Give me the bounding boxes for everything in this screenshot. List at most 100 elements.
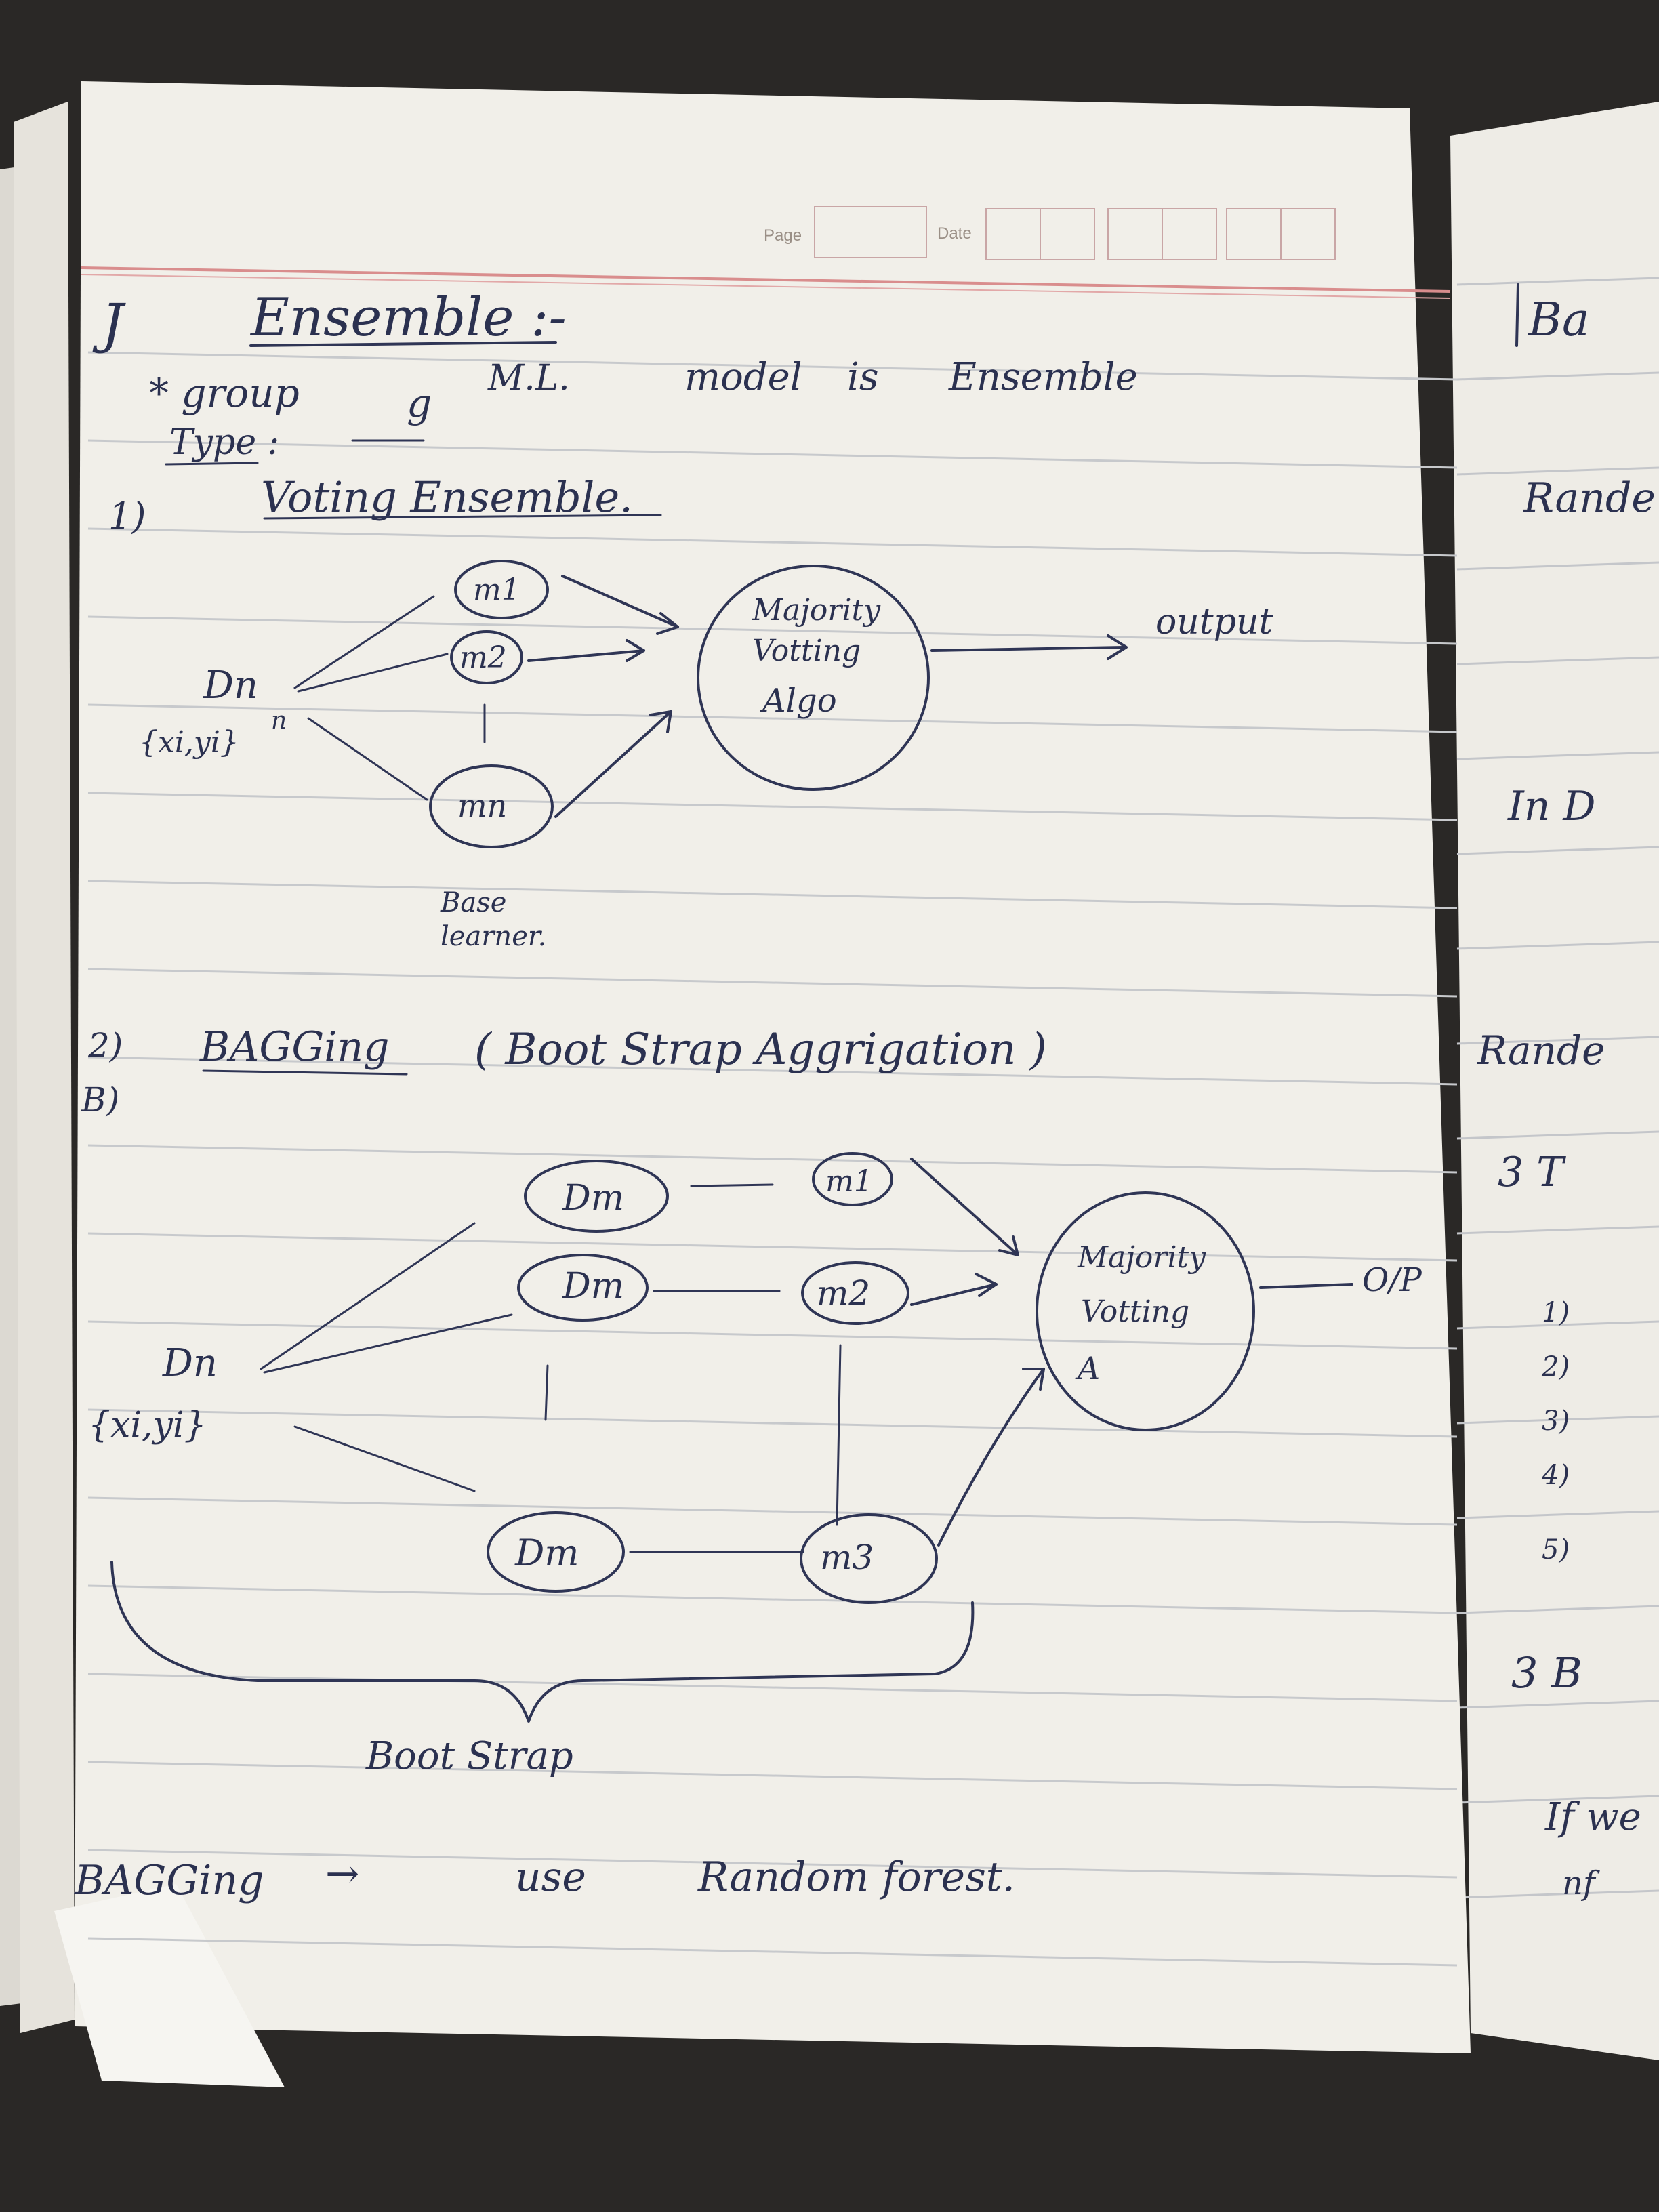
voting-aggregator-line-2: Votting — [752, 634, 861, 668]
voting-aggregator-line-1: Majority — [752, 593, 881, 628]
right-fragment-6: 1) — [1542, 1297, 1570, 1328]
header-red-rule — [81, 266, 1451, 293]
bagging-sample-2-label: Dm — [562, 1266, 624, 1307]
bagging-edge-3 — [293, 1425, 476, 1492]
bagging-aggregator — [1036, 1191, 1255, 1431]
voting-model-n-label: mn — [457, 787, 507, 824]
right-fragment-7: 2) — [1541, 1351, 1570, 1382]
main-page — [75, 81, 1471, 2053]
right-fragment-5: 3 T — [1498, 1149, 1566, 1196]
bagging-link-1 — [690, 1183, 774, 1187]
bagging-output-label: O/P — [1362, 1261, 1422, 1299]
base-learner-line-1: Base — [440, 887, 506, 918]
bagging-arrow-2 — [910, 1283, 998, 1306]
section1-heading: Voting Ensemble. — [261, 472, 633, 522]
base-learner-line-2: learner. — [441, 921, 546, 952]
right-fragment-13: nf — [1562, 1864, 1600, 1902]
voting-aggregator-line-3: Algo — [760, 682, 837, 720]
bagging-model-3 — [800, 1513, 938, 1604]
header-red-rule-2 — [81, 274, 1451, 299]
bagging-model-1-label: m1 — [825, 1164, 873, 1199]
underlying-page-left-2 — [14, 102, 75, 2033]
date-boxes — [985, 208, 1336, 260]
bagging-aggregator-line-2: Votting — [1081, 1294, 1189, 1329]
definition-part-4: model — [684, 355, 802, 399]
right-page — [1450, 102, 1659, 2060]
bootstrap-brace — [110, 1561, 975, 1723]
section2-number-alt: B) — [81, 1080, 119, 1120]
voting-arrow-3 — [554, 710, 672, 818]
main-page-rules — [87, 351, 1458, 1967]
bagging-edge-1 — [260, 1222, 476, 1370]
section2-underline — [202, 1069, 408, 1076]
bagging-aggregator-line-1: Majority — [1077, 1240, 1206, 1275]
voting-arrow-2-head — [626, 639, 645, 662]
right-fragment-9: 4) — [1541, 1460, 1570, 1491]
right-fragment-1: Ba — [1527, 293, 1590, 347]
bagging-input-set: {xi,yi} — [88, 1405, 207, 1446]
section2-number: 2) — [87, 1026, 123, 1065]
right-fragment-3: In D — [1507, 783, 1596, 830]
footer-right: Random forest. — [697, 1853, 1015, 1901]
bagging-sample-dots — [544, 1364, 549, 1421]
voting-arrow-1 — [561, 575, 679, 628]
bagging-model-3-label: m3 — [820, 1538, 874, 1577]
right-fragment-4: Rande — [1477, 1027, 1605, 1073]
right-bracket — [1515, 283, 1519, 347]
bagging-sample-1 — [524, 1160, 669, 1233]
right-fragment-8: 3) — [1542, 1406, 1570, 1437]
voting-input-label: Dn — [203, 663, 258, 708]
section2-subtitle: ( Boot Strap Aggrigation ) — [474, 1025, 1047, 1075]
voting-edge-1 — [293, 595, 435, 689]
bagging-arrow-1 — [910, 1158, 1018, 1255]
bagging-input-label: Dn — [162, 1341, 218, 1385]
bagging-aggregator-line-3: A — [1075, 1350, 1100, 1387]
section1-number: 1) — [108, 495, 146, 537]
page-label: Page — [764, 226, 802, 245]
voting-output-arrow — [930, 646, 1126, 652]
voting-arrow-3-head — [649, 710, 672, 733]
bagging-sample-2 — [517, 1254, 649, 1322]
voting-model-2-label: m2 — [459, 640, 507, 675]
voting-edge-3 — [307, 717, 428, 801]
definition-part-3: M.L. — [487, 358, 570, 398]
footer-left: BAGGing — [74, 1857, 264, 1904]
title: Ensemble :- — [249, 287, 567, 348]
bagging-arrow-3 — [937, 1368, 1045, 1547]
bagging-arrow-3-head — [1022, 1368, 1045, 1391]
footer-arrow: → — [325, 1850, 359, 1898]
voting-edge-2 — [297, 653, 449, 693]
bagging-model-1 — [812, 1152, 893, 1206]
folded-corner — [54, 1884, 285, 2087]
voting-output-label: output — [1155, 602, 1273, 642]
section1-underline — [263, 514, 662, 520]
definition-part-2: g — [407, 380, 432, 426]
voting-model-1-label: m1 — [473, 573, 520, 607]
bagging-sample-1-label: Dm — [562, 1178, 624, 1218]
voting-model-1 — [454, 560, 549, 619]
right-fragment-2: Rande — [1523, 474, 1656, 522]
bagging-model-2 — [801, 1261, 909, 1325]
section2-heading: BAGGing — [199, 1023, 390, 1071]
bagging-sample-3-label: Dm — [514, 1532, 579, 1574]
footer-middle: use — [515, 1853, 586, 1901]
type-label: Type : — [169, 422, 279, 463]
right-fragment-10: 5) — [1542, 1534, 1570, 1565]
bagging-model-2-label: m2 — [817, 1273, 870, 1313]
voting-output-arrow-head — [1107, 634, 1128, 660]
bagging-diagram: Dn {xi,yi} Dm Dm Dm m1 m2 m3 Majority Vo… — [88, 1152, 1422, 1778]
voting-diagram: Dn {xi,yi} n m1 m2 mn Majority Votting A… — [139, 560, 1273, 952]
bagging-arrow-2-head — [975, 1273, 998, 1297]
right-fragment-11: 3 B — [1511, 1648, 1582, 1698]
page-box — [814, 206, 927, 258]
voting-arrow-1-head — [656, 612, 679, 635]
right-page-rules — [1456, 276, 1659, 1899]
right-page-fragments: Ba Rande In D Rande 3 T 1) 2) 3) 4) 5) 3… — [1477, 283, 1656, 1902]
voting-arrow-2 — [527, 649, 645, 662]
voting-model-2 — [450, 630, 523, 684]
definition-part-1: * group — [149, 370, 300, 416]
date-label: Date — [937, 224, 972, 243]
bagging-edge-2 — [263, 1313, 513, 1374]
bagging-sample-3 — [487, 1511, 625, 1593]
bootstrap-label: Boot Strap — [365, 1734, 573, 1778]
